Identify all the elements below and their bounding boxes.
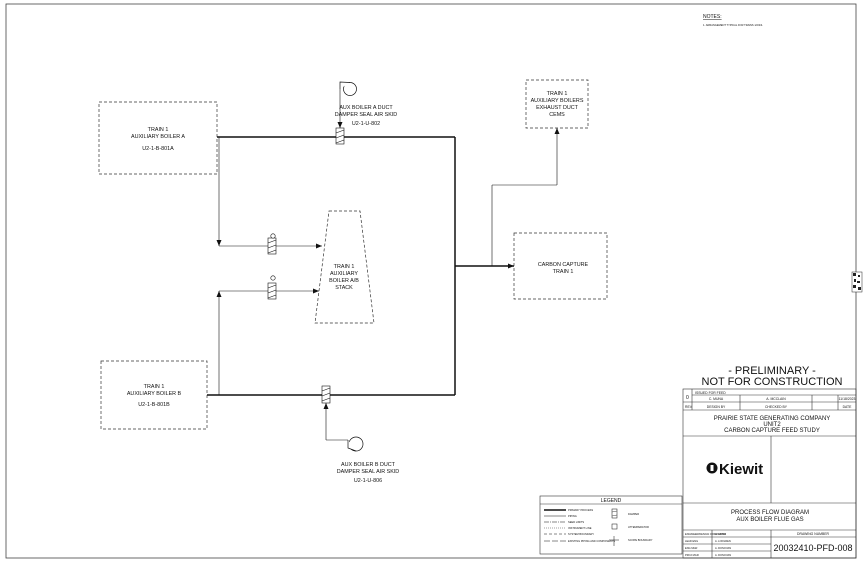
flow-arrows [216,122,560,409]
legend-item: SYSTEM BOUNDARY [568,532,594,536]
svg-text:DAMPER SEAL AIR SKID: DAMPER SEAL AIR SKID [335,112,398,118]
signature-role: PROJ MGR [685,553,699,557]
boiler-a-label: AUXILIARY BOILER A [131,134,185,140]
signature-role: ENG MGR [685,546,698,550]
signature-name: A. DONOVAN [715,546,731,550]
damper-a[interactable] [335,127,345,145]
rev-checker: A. MCCLAIN [766,397,786,401]
arrow-to-stack-a [316,243,322,249]
primary-process-lines [207,136,514,396]
arrow-to-stack-b [313,288,319,294]
cems-label: EXHAUST DUCT [536,105,579,111]
cems-label: CEMS [549,112,565,118]
rev-date: 11/18/2023 [839,397,856,401]
blower-a-icon[interactable] [339,81,357,96]
stack[interactable]: TRAIN 1 AUXILIARY BOILER A/B STACK [314,210,375,324]
carbon-capture-label: CARBON CAPTURE [538,262,589,268]
signature-name: C. MUNA [715,532,726,536]
qr-code [851,271,863,293]
legend: LEGEND PRIMARY PROCESS PIPING SEED LIMIT… [539,495,683,555]
cems-label: AUXILIARY BOILERS [531,98,584,104]
title-block [682,388,857,559]
arrow-to-cems [554,128,560,134]
stack-label: BOILER A/B [329,278,359,284]
rev-designer: C. MUNA [709,397,724,401]
damper-b[interactable] [321,385,331,404]
kiewit-logo: Kiewit [706,461,763,478]
boiler-b-box[interactable]: TRAIN 1 AUXILIARY BOILER B U2-1-B-801B [100,360,208,430]
arrow-return-b [216,291,222,297]
rev-header: CHECKED BY [765,405,788,409]
svg-text:Kiewit: Kiewit [719,461,763,478]
boiler-a-label: TRAIN 1 [148,127,169,133]
svg-text:U2-1-U-802: U2-1-U-802 [352,121,380,127]
legend-symbol: ATTEMPERATOR [628,525,649,529]
carbon-capture-label: TRAIN 1 [553,269,574,275]
drawing-number: 20032410-PFD-008 [773,543,852,553]
svg-text:DAMPER SEAL AIR SKID: DAMPER SEAL AIR SKID [337,469,400,475]
preliminary-stamp: NOT FOR CONSTRUCTION [702,376,843,388]
boiler-b-label: AUXILIARY BOILER B [127,391,182,397]
client-unit: UNIT2 [763,422,781,428]
svg-text:AUX BOILER A DUCT: AUX BOILER A DUCT [339,105,393,111]
boiler-b-label: TRAIN 1 [144,384,165,390]
arrow-to-carbon-capture [508,263,514,269]
cems-box[interactable]: TRAIN 1 AUXILIARY BOILERS EXHAUST DUCT C… [525,79,589,129]
legend-item: SEED LIMITS [568,520,584,524]
cems-label: TRAIN 1 [547,91,568,97]
rev-description: ISSUED FOR FEED [695,391,726,395]
damper-stack-a[interactable] [267,233,277,255]
notes-heading: NOTES: [703,14,722,20]
stack-label: TRAIN 1 [334,264,355,270]
revision-block: 0 ISSUED FOR FEED C. MUNA A. MCCLAIN 11/… [685,391,855,409]
legend-item: INSTRUMENT LINE [568,526,592,530]
stack-label: STACK [335,285,353,291]
arrow-return-a [216,240,222,246]
signature-block: ENGINEER/DESIGN ORIGINATOR C. MUNA LEAD … [685,532,731,557]
arrow-seal-air-b [323,403,329,409]
arrow-seal-air-a [337,122,343,128]
legend-item: EXISTING PIPING AND COMPONENTS [568,539,615,543]
preliminary-stamp: - PRELIMINARY - [728,365,816,377]
drawing-title: PROCESS FLOW DIAGRAM AUX BOILER FLUE GAS [731,510,809,523]
client-name: PRAIRIE STATE GENERATING COMPANY [714,416,831,422]
signature-role: ENGINEER/DESIGN ORIGINATOR [685,532,726,536]
legend-item: PRIMARY PROCESS [568,508,593,512]
damper-stack-b[interactable] [267,275,277,300]
piping-lines [218,89,558,441]
note-item: 1. ARRANGEMENT TYPICAL FOR TRAINS 1/2/3/… [703,23,763,27]
legend-symbol: SCOPE BOUNDARY [628,538,653,542]
boiler-a-tag: U2-1-B-801A [142,146,174,152]
svg-text:PROCESS FLOW DIAGRAM: PROCESS FLOW DIAGRAM [731,510,809,516]
signature-role: LEAD ENG [685,539,698,543]
project-name: CARBON CAPTURE FEED STUDY [724,428,820,434]
stack-label: AUXILIARY [330,271,358,277]
client-block: PRAIRIE STATE GENERATING COMPANY UNIT2 C… [714,416,831,434]
rev-header: REV [685,405,693,409]
svg-text:U2-1-U-806: U2-1-U-806 [354,478,382,484]
rev-header: DESIGN BY [707,405,726,409]
rev-header: DATE [843,405,853,409]
legend-title: LEGEND [601,498,622,504]
seal-air-b-label: AUX BOILER B DUCT DAMPER SEAL AIR SKID U… [337,462,400,484]
legend-item: PIPING [568,514,577,518]
rev-number: 0 [686,395,689,401]
svg-text:AUX BOILER FLUE GAS: AUX BOILER FLUE GAS [736,517,803,523]
blower-b-icon[interactable] [347,436,364,452]
boiler-b-tag: U2-1-B-801B [138,402,170,408]
drawing-number-label: DRAWING NUMBER [797,532,829,536]
signature-name: A. DONOVAN [715,553,731,557]
legend-symbol: DAMPER [628,512,639,516]
carbon-capture-box[interactable]: CARBON CAPTURE TRAIN 1 [513,232,608,300]
notes-block: NOTES: 1. ARRANGEMENT TYPICAL FOR TRAINS… [703,14,763,27]
svg-text:AUX BOILER B DUCT: AUX BOILER B DUCT [341,462,396,468]
boiler-a-box[interactable]: TRAIN 1 AUXILIARY BOILER A U2-1-B-801A [98,101,218,175]
signature-name: A. LOFGREN [715,539,731,543]
seal-air-a-label: AUX BOILER A DUCT DAMPER SEAL AIR SKID U… [335,105,398,127]
